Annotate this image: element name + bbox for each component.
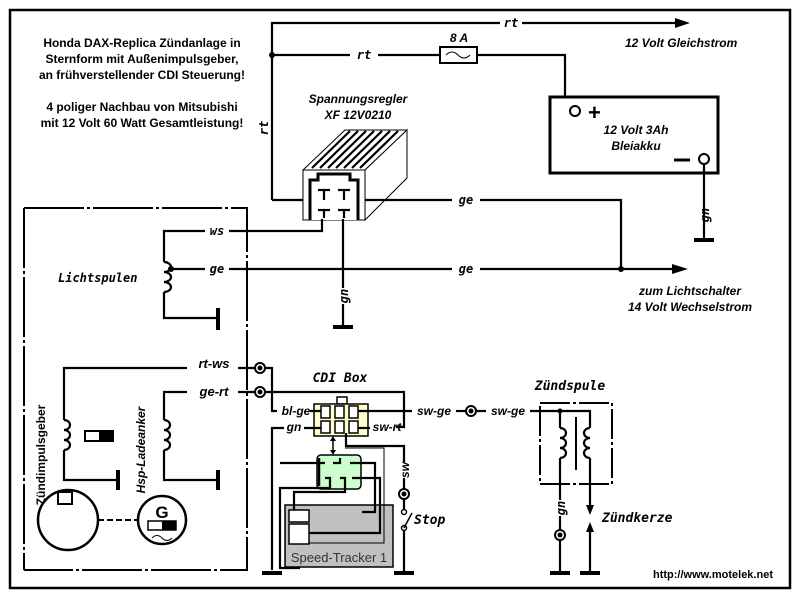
connector-stop bbox=[398, 488, 410, 500]
title-line-4: 4 poliger Nachbau von Mitsubishi bbox=[46, 100, 237, 114]
wire-ge-main: ge ge bbox=[168, 262, 688, 276]
battery: + 12 Volt 3Ah Bleiakku gn bbox=[548, 95, 720, 242]
title-line-5: mit 12 Volt 60 Watt Gesamtleistung! bbox=[41, 116, 244, 130]
speed-tracker-label: Speed-Tracker 1 bbox=[291, 550, 387, 565]
spark-plug-icon bbox=[580, 505, 600, 575]
light-coils: Lichtspulen bbox=[58, 260, 220, 330]
fuse-label: 8 A bbox=[450, 31, 468, 45]
light-coils-label: Lichtspulen bbox=[58, 271, 137, 285]
pulse-generator: Zündimpulsgeber bbox=[34, 366, 187, 505]
regulator-connector bbox=[308, 172, 360, 220]
ignition-coil-label: Zündspule bbox=[534, 379, 606, 394]
label-rt-top: rt bbox=[504, 16, 518, 30]
label-sw-rt: sw-rt bbox=[373, 420, 403, 434]
label-rt-ws: rt-ws bbox=[198, 356, 229, 371]
wire-rt-top: rt bbox=[270, 16, 690, 200]
outer-frame bbox=[8, 8, 792, 590]
pulse-generator-label: Zündimpulsgeber bbox=[34, 404, 48, 505]
dc-output-label: 12 Volt Gleichstrom bbox=[625, 36, 738, 50]
plug-arrow-icon bbox=[330, 436, 336, 455]
regulator-name: Spannungsregler bbox=[309, 92, 409, 106]
connector-rt-ws bbox=[254, 362, 266, 374]
label-bl-ge: bl-ge bbox=[282, 404, 311, 418]
title-block: Honda DAX-Replica Zündanlage in Sternfor… bbox=[39, 36, 245, 130]
connector-ge-rt bbox=[254, 386, 266, 398]
light-switch-label-1: zum Lichtschalter bbox=[638, 284, 742, 298]
charge-coil-label: Hsp-Ladeanker bbox=[134, 405, 148, 493]
charge-coil: Hsp-Ladeanker bbox=[134, 390, 220, 493]
battery-label-1: 12 Volt 3Ah bbox=[604, 123, 669, 137]
voltage-regulator: Spannungsregler XF 12V0210 bbox=[301, 92, 409, 222]
ignition-coil bbox=[539, 402, 613, 505]
wire-gn-regulator: gn bbox=[333, 219, 353, 329]
title-line-2: Sternform mit Außenimpulsgeber, bbox=[46, 52, 239, 66]
wire-rt-fuse: rt 8 A bbox=[269, 31, 567, 105]
label-rt-vertical: rt bbox=[257, 121, 271, 135]
arrow-right-icon bbox=[672, 264, 688, 274]
title-line-3: an frühverstellender CDI Steuerung! bbox=[39, 68, 245, 82]
light-switch-label-2: 14 Volt Wechselstrom bbox=[628, 300, 752, 314]
label-gn-cdi: gn bbox=[286, 420, 302, 434]
label-ge-rt: ge-rt bbox=[199, 384, 230, 399]
label-rt-fuse: rt bbox=[357, 48, 371, 62]
stop-label: Stop bbox=[414, 513, 445, 528]
wire-ge-regulator: ge bbox=[272, 193, 623, 269]
label-gn-batt: gn bbox=[698, 208, 712, 222]
plus-icon: + bbox=[588, 100, 601, 125]
label-sw-ge-2: sw-ge bbox=[491, 404, 525, 418]
label-ge-coil: ge bbox=[210, 262, 224, 276]
label-gn-reg: gn bbox=[337, 289, 351, 303]
generator-icon: G bbox=[136, 494, 188, 546]
footer-url[interactable]: http://www.motelek.net bbox=[653, 569, 773, 581]
label-ge-reg: ge bbox=[459, 193, 473, 207]
flywheel bbox=[36, 488, 138, 552]
battery-label-2: Bleiakku bbox=[611, 139, 661, 153]
cdi-connector bbox=[313, 396, 369, 437]
regulator-model: XF 12V0210 bbox=[324, 108, 392, 122]
title-line-1: Honda DAX-Replica Zündanlage in bbox=[43, 36, 240, 50]
arrow-right-icon bbox=[675, 18, 690, 28]
label-ge-main: ge bbox=[459, 262, 473, 276]
battery-minus-terminal bbox=[698, 153, 710, 165]
generator-symbol: G bbox=[155, 503, 168, 522]
stop-switch[interactable] bbox=[400, 508, 413, 532]
label-sw-ge-1: sw-ge bbox=[417, 404, 451, 418]
label-gn-coil: gn bbox=[554, 501, 568, 515]
speed-tracker: Speed-Tracker 1 bbox=[278, 447, 394, 570]
spark-plug-label: Zündkerze bbox=[601, 511, 673, 526]
stator-boundary bbox=[24, 207, 248, 571]
connector-sw-ge bbox=[465, 405, 477, 417]
label-sw-stop: sw bbox=[398, 461, 412, 478]
connector-gn-coil bbox=[554, 529, 566, 541]
label-ws: ws bbox=[210, 224, 224, 238]
wire-ws: ws bbox=[162, 219, 324, 262]
battery-plus-terminal bbox=[569, 105, 581, 117]
cdi-box-label: CDI Box bbox=[313, 371, 368, 386]
